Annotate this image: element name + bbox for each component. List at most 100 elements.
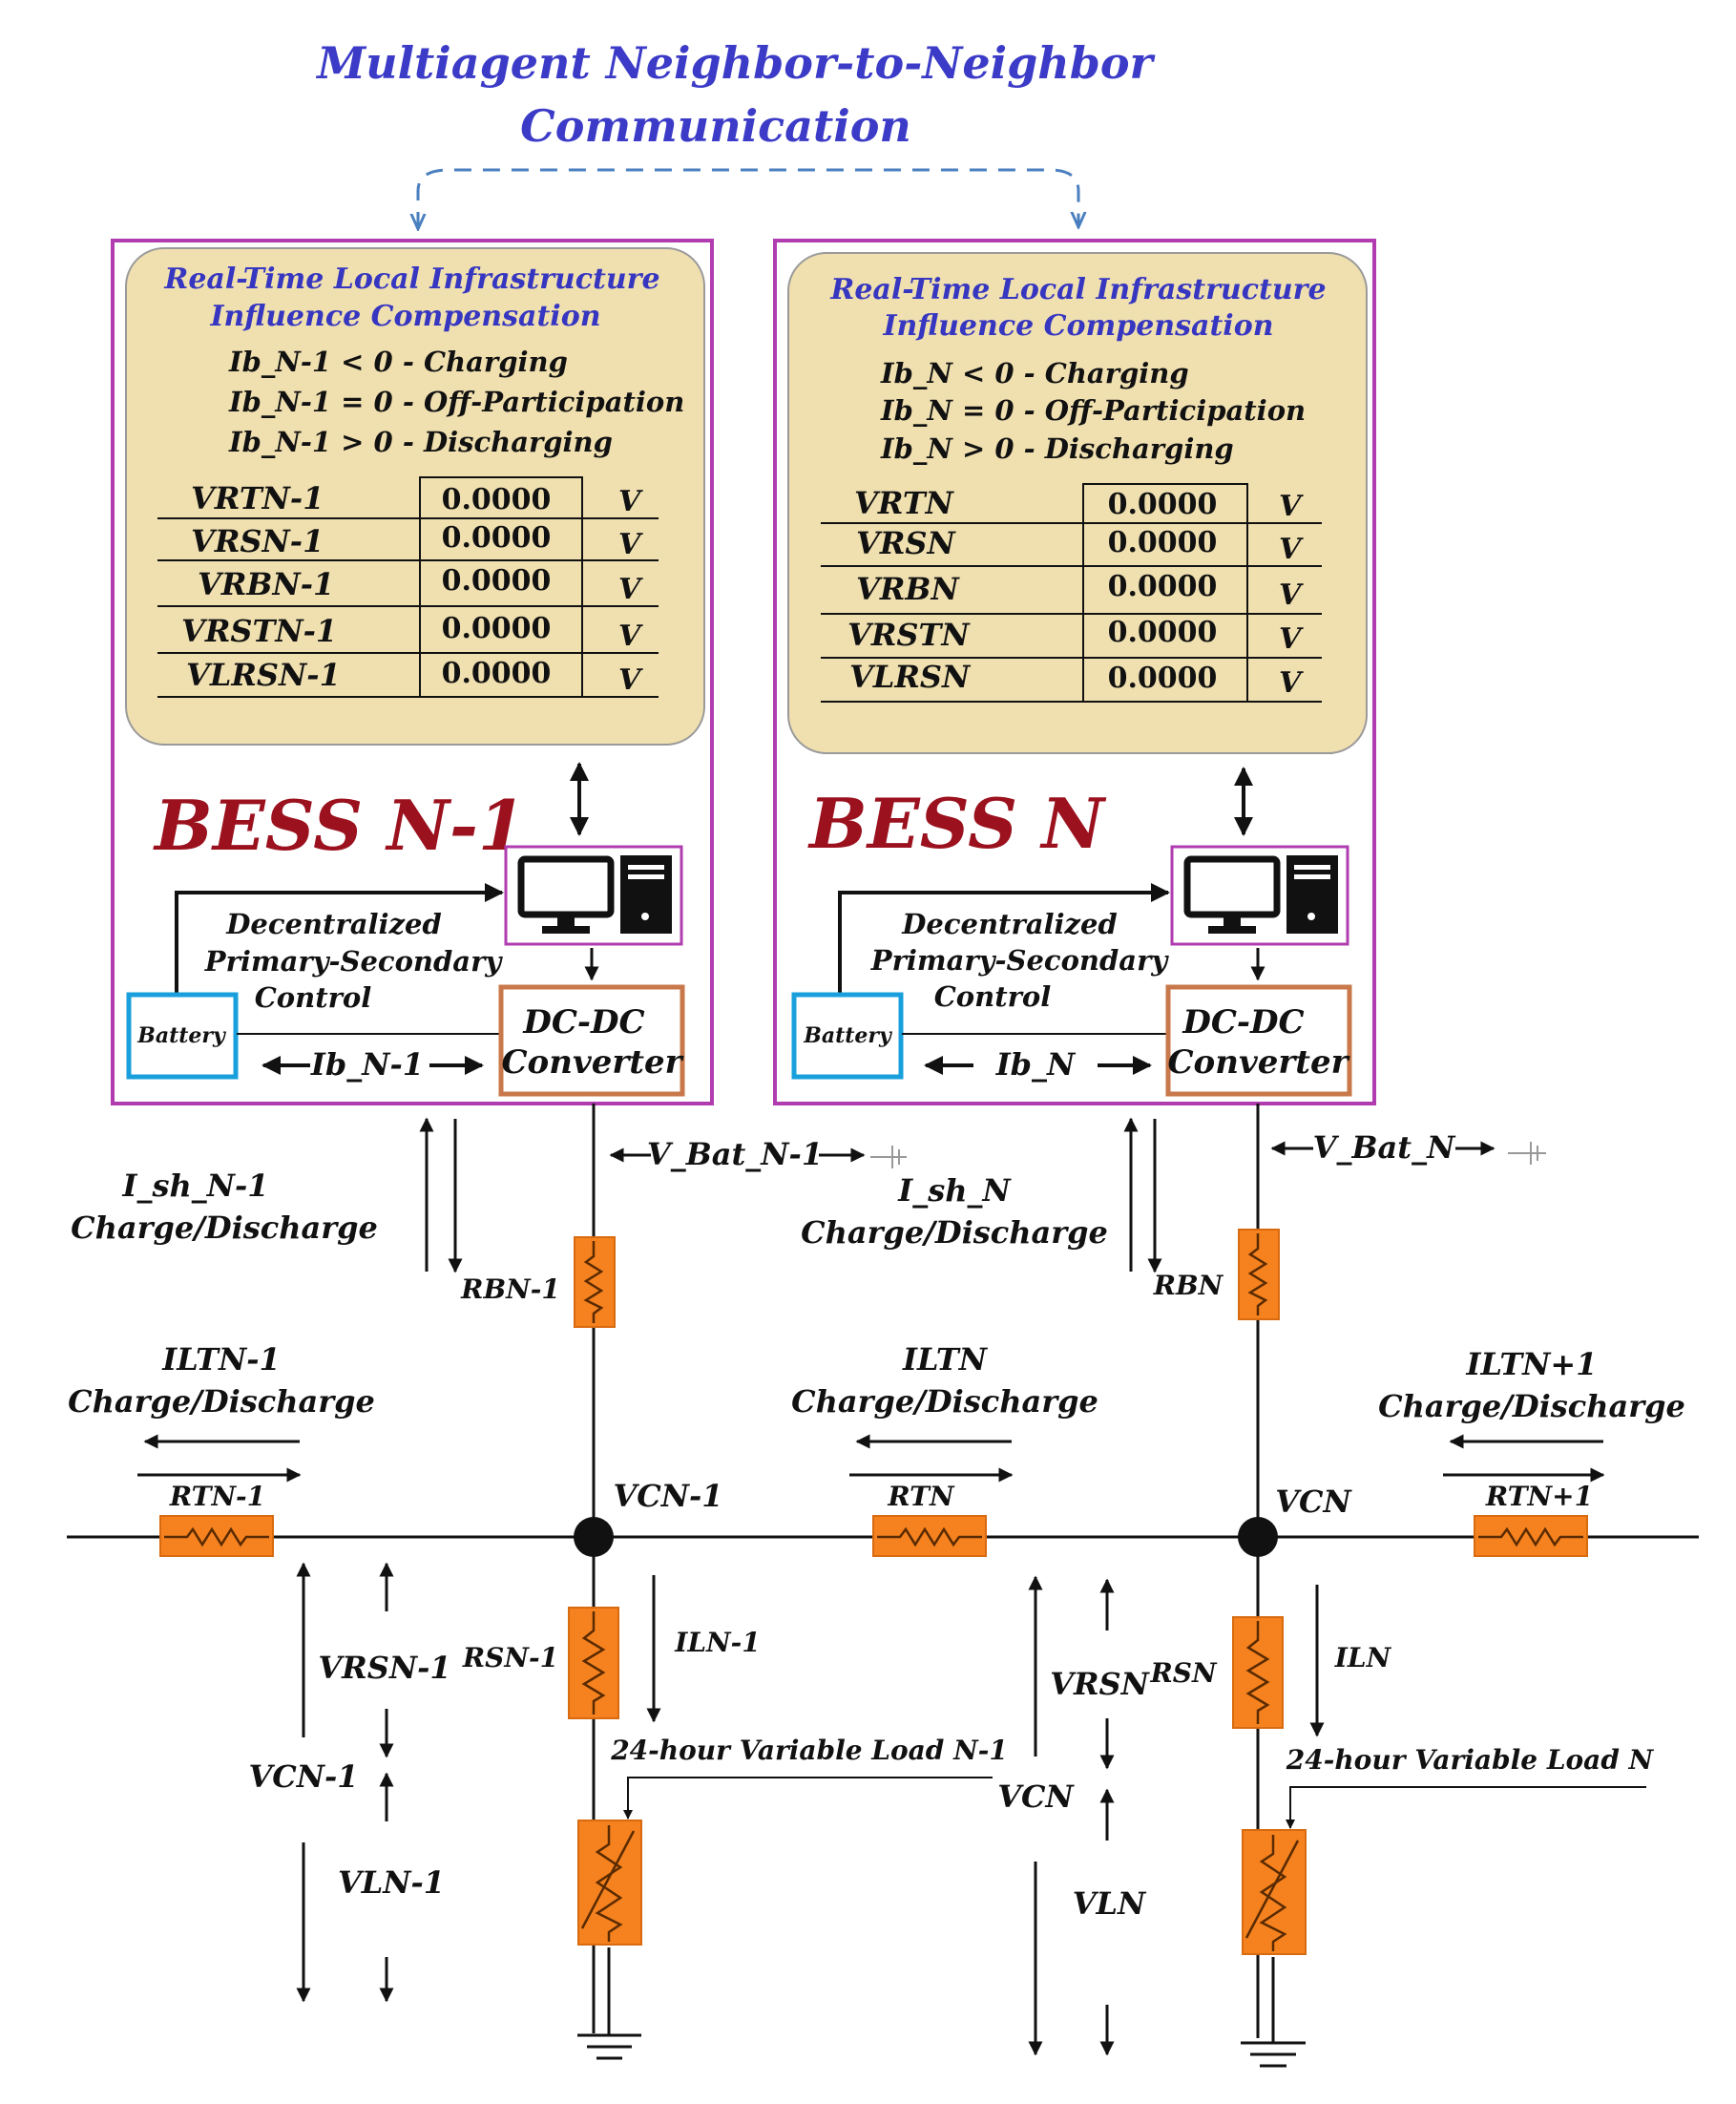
iltn-minus-1-label: ILTN-1 <box>161 1341 280 1378</box>
bess-right-row-4-unit: V <box>1279 622 1304 656</box>
bess-right-rule-1: Ib_N < 0 - Charging <box>880 357 1189 389</box>
bess-left-control-3: Control <box>255 981 372 1014</box>
bess-left-row-3-label: VRBN-1 <box>198 566 334 602</box>
bess-right-rule-2: Ib_N = 0 - Off-Participation <box>880 394 1306 427</box>
bess-left-table <box>157 476 659 698</box>
vcn-minus-1-label: VCN-1 <box>613 1478 722 1514</box>
bess-left-row-1-label: VRTN-1 <box>191 480 324 516</box>
rtn-minus-1-label: RTN-1 <box>169 1481 265 1512</box>
ground-left-top-icon <box>870 1146 907 1168</box>
bess-left-battery <box>126 992 239 1080</box>
resistor-rtn-minus-1 <box>159 1515 274 1557</box>
load-right-pointer <box>1286 1786 1646 1829</box>
bess-right-row-1-label: VRTN <box>854 485 955 521</box>
vln-right-label: VLN <box>1073 1885 1147 1922</box>
bess-right-converter <box>1165 984 1352 1097</box>
ish-right-label-1: I_sh_N <box>897 1172 1012 1209</box>
bess-right-panel-title-2: Influence Compensation <box>882 309 1273 343</box>
iltn-minus-1-sub-label: Charge/Discharge <box>68 1383 375 1420</box>
bess-right-row-3-value: 0.0000 <box>1108 570 1218 603</box>
variable-load-left <box>577 1820 642 1946</box>
bess-left-row-5-label: VLRSN-1 <box>186 657 341 693</box>
ground-right-icon <box>1241 1957 1306 2068</box>
bess-right-row-1-unit: V <box>1279 490 1304 523</box>
resistor-rbn <box>1238 1229 1280 1320</box>
bess-right-ib-label: Ib_N <box>995 1046 1077 1083</box>
bess-left-panel-title-1: Real-Time Local Infrastructure <box>163 263 659 296</box>
vbat-right-label: V_Bat_N <box>1313 1129 1456 1166</box>
bess-right-row-2-unit: V <box>1279 533 1304 566</box>
bess-left-ib-label: Ib_N-1 <box>310 1046 424 1083</box>
resistor-rbn-minus-1 <box>574 1236 616 1328</box>
bess-left-feedback-line <box>175 883 504 993</box>
iln-right-label: ILN <box>1334 1642 1392 1673</box>
bess-left-battery-label: Battery <box>136 1023 227 1048</box>
vln-left-label: VLN-1 <box>338 1864 445 1901</box>
bess-right-row-3-unit: V <box>1279 579 1304 612</box>
load-right-label: 24-hour Variable Load N <box>1286 1744 1655 1776</box>
vbat-left-label: V_Bat_N-1 <box>647 1136 823 1172</box>
resistor-rtn-plus-1 <box>1474 1515 1588 1557</box>
bess-left-row-5-unit: V <box>618 663 643 697</box>
load-left-label: 24-hour Variable Load N-1 <box>610 1735 1008 1766</box>
resistor-rsn <box>1232 1616 1284 1729</box>
bess-left-row-2-label: VRSN-1 <box>191 523 324 559</box>
bess-right-panel-title-1: Real-Time Local Infrastructure <box>829 273 1326 306</box>
bess-left-row-3-value: 0.0000 <box>442 564 552 598</box>
diagram-title-line1: Multiagent Neighbor-to-Neighbor <box>315 37 1156 89</box>
bess-right-row-2-label: VRSN <box>856 525 957 561</box>
bess-left-converter-label-1: DC-DC <box>522 1003 644 1041</box>
bess-right-row-2-value: 0.0000 <box>1108 526 1218 559</box>
bess-right-control-1: Decentralized <box>901 908 1118 940</box>
iltn-plus-1-sub-label: Charge/Discharge <box>1378 1388 1685 1424</box>
rbn-left-label: RBN-1 <box>460 1273 560 1305</box>
bess-right-row-5-label: VLRSN <box>849 659 972 695</box>
diagram-title-line2: Communication <box>520 100 911 152</box>
bess-left-control-1: Decentralized <box>225 908 442 940</box>
node-vcn-minus-1 <box>574 1517 614 1557</box>
bess-left-row-2-unit: V <box>618 528 643 561</box>
bess-right-row-4-label: VRSTN <box>847 617 971 653</box>
rsn-right-label: RSN <box>1149 1657 1217 1689</box>
ground-right-top-icon <box>1508 1142 1546 1165</box>
rbn-right-label: RBN <box>1153 1270 1224 1301</box>
bess-left-converter-label-2: Converter <box>501 1043 683 1082</box>
bess-left-control-2: Primary-Secondary <box>204 945 504 978</box>
bess-right-table <box>821 483 1322 703</box>
vrsn-left-label: VRSN-1 <box>318 1650 450 1686</box>
bess-left-name: BESS N-1 <box>153 785 526 866</box>
bess-left-row-1-value: 0.0000 <box>442 483 552 516</box>
ish-left-label-2: Charge/Discharge <box>71 1210 378 1246</box>
bess-right-row-5-value: 0.0000 <box>1108 662 1218 695</box>
bess-left-rule-1: Ib_N-1 < 0 - Charging <box>228 346 568 378</box>
vcn-label: VCN <box>1275 1483 1352 1520</box>
bess-left-rule-2: Ib_N-1 = 0 - Off-Participation <box>228 386 684 418</box>
bess-left-row-1-unit: V <box>618 485 643 518</box>
bess-right-row-5-unit: V <box>1279 666 1304 700</box>
bess-right-info-box <box>787 252 1368 754</box>
node-vcn <box>1238 1517 1278 1557</box>
bess-right-converter-label-2: Converter <box>1167 1043 1349 1082</box>
bess-right-battery-label: Battery <box>803 1023 893 1048</box>
bess-right-group: Real-Time Local Infrastructure Influence… <box>773 239 1376 1105</box>
bess-left-row-5-value: 0.0000 <box>442 657 552 690</box>
bess-left-row-4-label: VRSTN-1 <box>181 613 337 649</box>
bess-right-control-2: Primary-Secondary <box>870 944 1170 977</box>
bess-left-converter <box>498 984 685 1097</box>
bess-left-computer-icon <box>517 855 672 934</box>
bess-right-rule-3: Ib_N > 0 - Discharging <box>880 432 1234 465</box>
bess-right-name: BESS N <box>807 783 1107 864</box>
ish-left-label-1: I_sh_N-1 <box>121 1168 268 1204</box>
communication-link <box>418 168 1078 229</box>
ground-left-icon <box>577 1947 641 2060</box>
bess-right-feedback-line <box>838 883 1170 993</box>
bess-right-control-3: Control <box>934 980 1052 1013</box>
resistor-rtn <box>872 1515 987 1557</box>
bess-left-row-2-value: 0.0000 <box>442 521 552 555</box>
iltn-label: ILTN <box>902 1341 989 1378</box>
rsn-left-label: RSN-1 <box>462 1642 558 1673</box>
iln-left-label: ILN-1 <box>674 1627 760 1658</box>
bess-left-row-3-unit: V <box>618 573 643 606</box>
bess-right-row-4-value: 0.0000 <box>1108 616 1218 649</box>
